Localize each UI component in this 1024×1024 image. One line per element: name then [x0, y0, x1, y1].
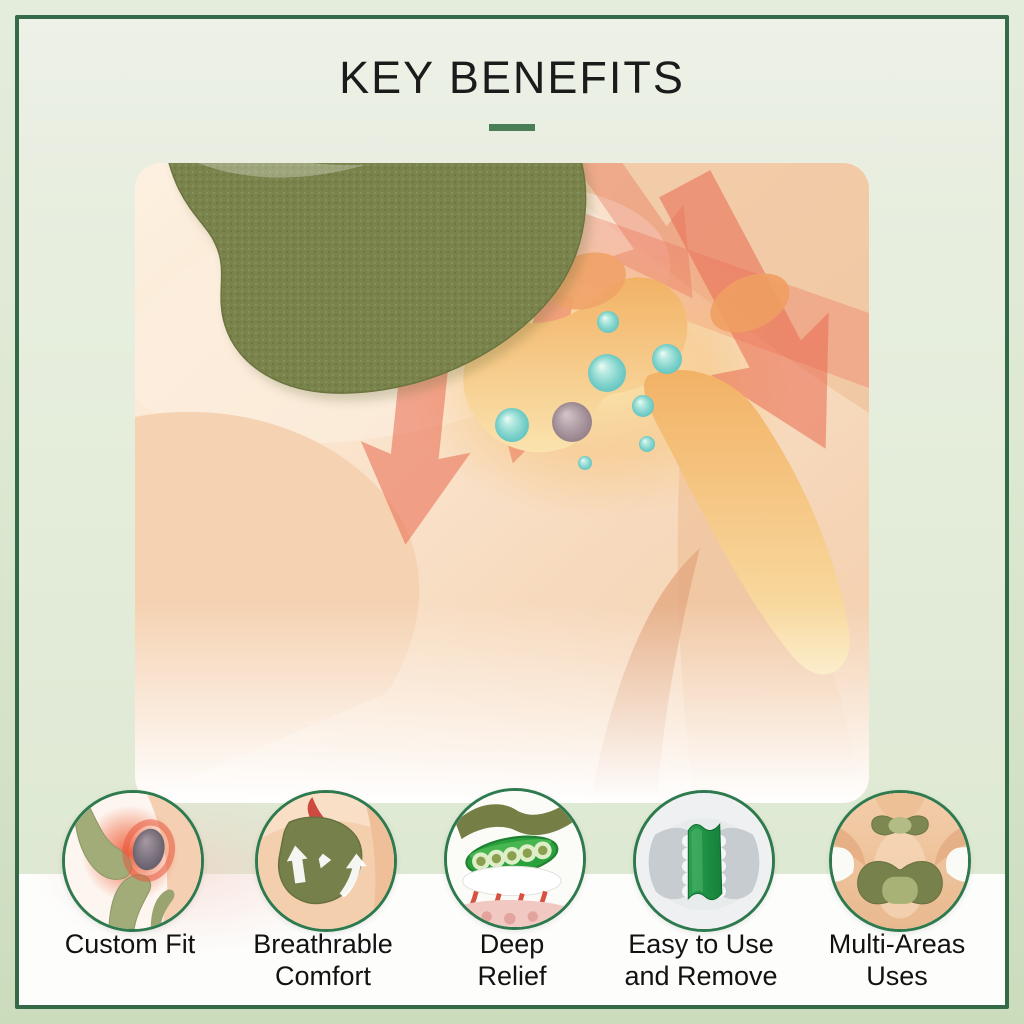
- bottom-fade: [135, 603, 869, 803]
- relief-bubbles: [495, 311, 682, 470]
- femur-bone: [463, 277, 688, 453]
- gray-sphere: [552, 402, 592, 442]
- knee-patch-illustration: [135, 163, 869, 803]
- benefit-icon-breathable-comfort: [255, 790, 397, 932]
- benefit-label-deep-relief: Deep Relief: [477, 929, 547, 991]
- benefit-icon-multi-areas: [829, 790, 971, 932]
- background-band-top: [19, 19, 1005, 164]
- herbal-patch: [168, 163, 587, 394]
- knee-patch-illustration-svg: [135, 163, 869, 803]
- femur-end-bone: [710, 273, 790, 333]
- page-title: KEY BENEFITS: [339, 52, 685, 103]
- benefit-icon-deep-relief: [444, 788, 586, 930]
- title-divider: [489, 124, 535, 131]
- patch-sheen: [198, 163, 365, 178]
- benefit-label-easy-to-use: Easy to Use and Remove: [624, 929, 778, 991]
- benefit-icon-custom-fit: [62, 790, 204, 932]
- benefit-label-multi-areas: Multi-Areas Uses: [828, 929, 966, 991]
- benefit-icon-easy-to-use: [633, 790, 775, 932]
- breathable-patch-icon: [258, 793, 394, 929]
- deep-relief-layers-icon: [447, 791, 583, 927]
- tibia-bone: [643, 369, 850, 675]
- peel-off-patch-icon: [636, 793, 772, 929]
- multi-area-patches-icon: [832, 793, 968, 929]
- benefit-label-custom-fit: Custom Fit: [64, 929, 196, 959]
- inflamed-knee-icon: [65, 793, 201, 929]
- benefit-label-breathable-comfort: Breathrable Comfort: [253, 929, 393, 991]
